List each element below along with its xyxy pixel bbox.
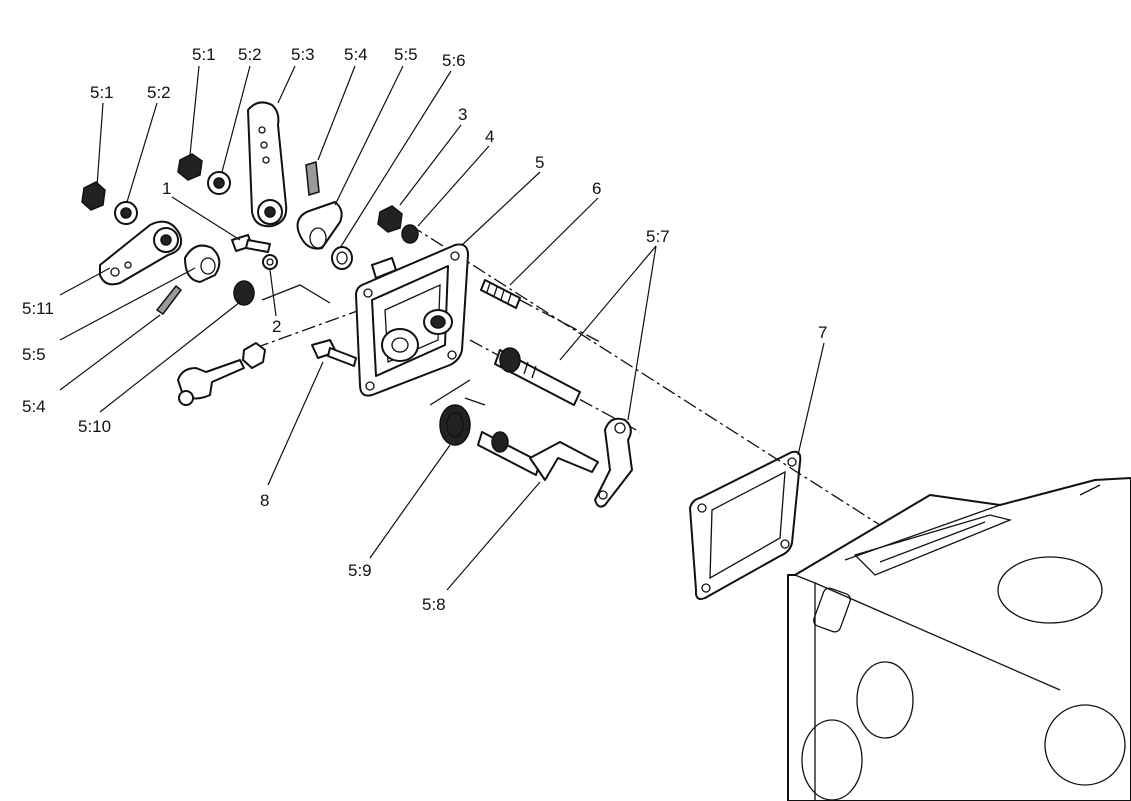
upper-lever-stack <box>177 101 353 270</box>
callout-3: 3 <box>458 105 467 124</box>
callout-5-7: 5:7 <box>646 227 670 246</box>
callout-5-4-upper: 5:4 <box>344 45 368 64</box>
left-lever-stack <box>81 181 278 316</box>
callout-7: 7 <box>818 323 827 342</box>
callout-1: 1 <box>162 179 171 198</box>
callout-5: 5 <box>535 153 544 172</box>
callout-5-5-left: 5:5 <box>22 345 46 364</box>
bolt-and-nut <box>177 342 266 406</box>
callout-5-5-upper: 5:5 <box>394 45 418 64</box>
callout-5-8: 5:8 <box>422 595 446 614</box>
callout-4: 4 <box>485 127 494 146</box>
leader-lines <box>59 65 825 591</box>
callout-8: 8 <box>260 491 269 510</box>
callout-labels: 5:1 5:2 5:1 5:2 5:3 5:4 5:5 5:6 3 4 5 6 … <box>22 45 827 614</box>
callout-5-4-left: 5:4 <box>22 397 46 416</box>
engine-block <box>787 477 1131 801</box>
governor-shaft <box>494 347 581 406</box>
stud <box>480 279 521 309</box>
callout-5-10: 5:10 <box>78 417 111 436</box>
callout-5-6: 5:6 <box>442 51 466 70</box>
governor-housing <box>355 243 469 397</box>
control-lever <box>594 417 633 508</box>
callout-6: 6 <box>592 179 601 198</box>
callout-2: 2 <box>272 317 281 336</box>
callout-5-1-left: 5:1 <box>90 83 114 102</box>
lever-shaft <box>477 431 599 481</box>
callout-5-2-upper: 5:2 <box>238 45 262 64</box>
screw <box>311 339 357 367</box>
callout-5-3: 5:3 <box>291 45 315 64</box>
gasket <box>689 450 802 600</box>
callout-5-9: 5:9 <box>348 561 372 580</box>
flyweight-gear <box>439 397 486 446</box>
nut-washer-pair <box>377 205 419 244</box>
callout-5-11: 5:11 <box>22 299 54 318</box>
callout-5-1-upper: 5:1 <box>192 45 216 64</box>
callout-5-2-left: 5:2 <box>147 83 171 102</box>
